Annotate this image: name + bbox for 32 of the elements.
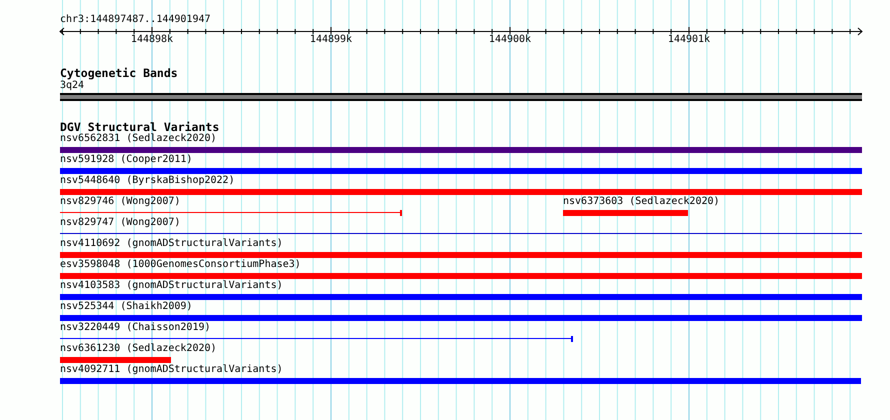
coordinate-range: chr3:144897487..144901947 xyxy=(60,14,211,26)
feature-label: esv3598048 (1000GenomesConsortiumPhase3) xyxy=(60,259,301,271)
feature-label: nsv6361230 (Sedlazeck2020) xyxy=(60,343,217,355)
feature-label: nsv4103583 (gnomADStructuralVariants) xyxy=(60,280,283,292)
variant-feature xyxy=(60,196,402,217)
feature-label: nsv4110692 (gnomADStructuralVariants) xyxy=(60,238,283,250)
feature-label: nsv829746 (Wong2007) xyxy=(60,196,180,208)
axis-tick-label: 144901k xyxy=(668,34,710,46)
track-title: Cytogenetic Bands xyxy=(60,67,178,80)
variant-feature xyxy=(60,322,573,343)
feature-label: nsv525344 (Shaikh2009) xyxy=(60,301,192,313)
feature-label: nsv829747 (Wong2007) xyxy=(60,217,180,229)
cytoband-feature xyxy=(60,80,862,100)
feature-label: 3q24 xyxy=(60,80,84,92)
variant-feature xyxy=(60,175,862,196)
axis-tick-label: 144898k xyxy=(130,34,174,46)
variant-feature xyxy=(60,133,862,154)
variant-feature xyxy=(60,301,862,322)
track-title: DGV Structural Variants xyxy=(60,121,220,134)
feature-label: nsv591928 (Cooper2011) xyxy=(60,154,192,166)
variant-feature xyxy=(60,364,861,385)
variant-feature xyxy=(60,238,862,259)
variant-feature xyxy=(60,154,862,175)
feature-label: nsv6373603 (Sedlazeck2020) xyxy=(563,196,720,208)
feature-label: nsv6562831 (Sedlazeck2020) xyxy=(60,133,217,145)
variant-feature xyxy=(60,280,862,301)
axis-tick-label: 144900k xyxy=(488,34,532,46)
feature-label: nsv3220449 (Chaisson2019) xyxy=(60,322,211,334)
feature-label: nsv5448640 (ByrskaBishop2022) xyxy=(60,175,235,187)
feature-label: nsv4092711 (gnomADStructuralVariants) xyxy=(60,364,283,376)
axis-tick-label: 144899k xyxy=(310,34,352,46)
variant-feature xyxy=(60,259,862,280)
